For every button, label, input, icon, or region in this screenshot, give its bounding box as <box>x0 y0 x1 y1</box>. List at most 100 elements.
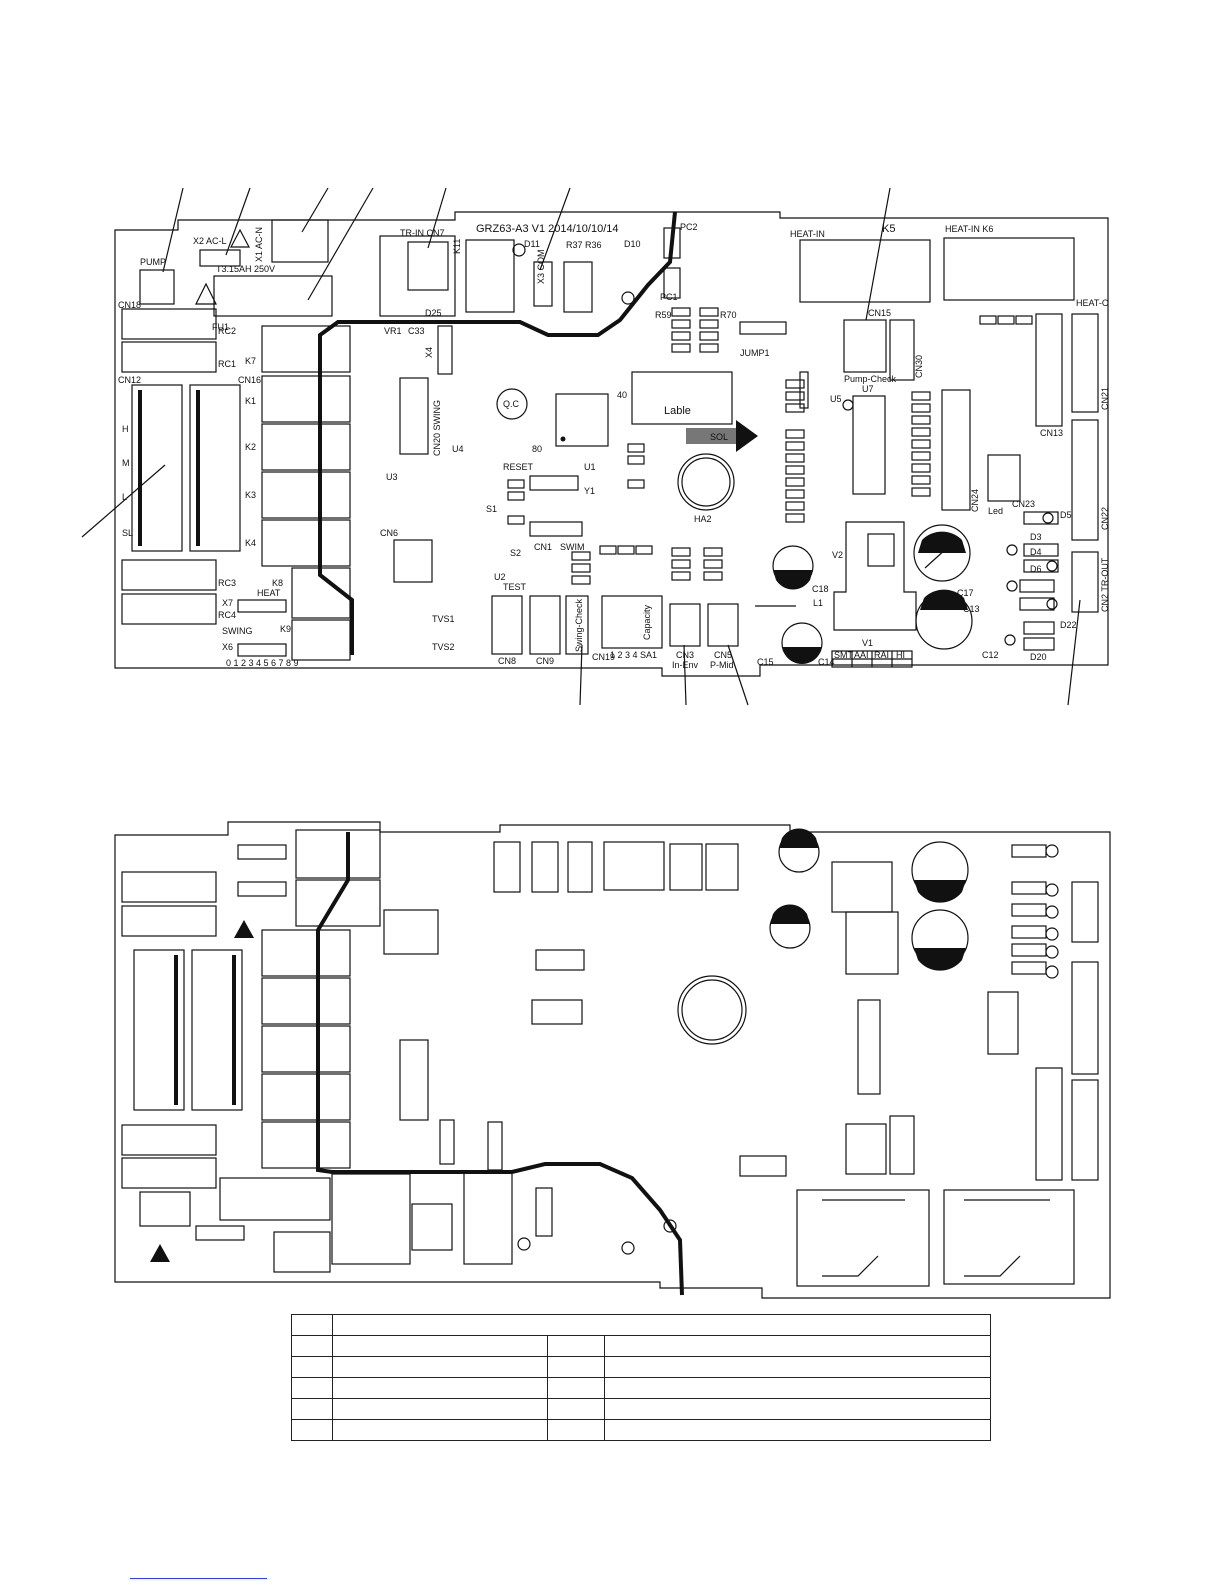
bottom-cn15 <box>845 1123 887 1175</box>
bottom-cn21 <box>1071 1079 1099 1181</box>
speed-h: H <box>122 424 129 434</box>
v1-label: V1 <box>862 638 873 648</box>
bottom-pad-c <box>663 1219 677 1233</box>
x3-terminal <box>533 261 553 307</box>
mcu-chip <box>555 393 609 447</box>
cn9-label: CN9 <box>536 656 554 666</box>
legend-cell <box>604 1335 991 1357</box>
pc2-label: PC2 <box>680 222 698 232</box>
d25-label: D25 <box>425 308 442 318</box>
v1-regulator <box>833 521 917 631</box>
d20-label: D20 <box>1030 652 1047 662</box>
x6-pins: 0 1 2 3 4 5 6 7 8 9 <box>226 658 299 668</box>
heat-label: HEAT <box>257 588 281 598</box>
cn8-label: CN8 <box>498 656 516 666</box>
r70-label: R70 <box>720 310 737 320</box>
in-env-label: In-Env <box>672 660 699 670</box>
cn7-connector <box>407 241 449 291</box>
cn2-connector <box>1071 551 1099 613</box>
x6-terminal <box>237 643 287 657</box>
c18-label: C18 <box>812 584 829 594</box>
k11-relay <box>465 239 515 313</box>
legend-cell <box>604 1356 991 1378</box>
k5-label: K5 <box>882 223 895 235</box>
legend-cell <box>547 1377 605 1399</box>
led-label: Led <box>988 506 1003 516</box>
swing-check-label: Swing-Check <box>574 598 584 652</box>
u2-regulator <box>393 539 433 583</box>
d22-label: D22 <box>1060 620 1077 630</box>
lable-block <box>631 371 733 425</box>
cn18-label: CN18 <box>118 300 141 310</box>
cn7-label: TR-IN CN7 <box>400 228 445 238</box>
x3-label: X3 COM <box>536 249 546 284</box>
option-smt: SMT <box>834 650 854 660</box>
bottom-part-a <box>487 1121 503 1171</box>
c13-label: C13 <box>963 604 980 614</box>
c33-label: C33 <box>408 326 425 336</box>
warning-icon <box>150 1244 170 1262</box>
cn1-label: CN1 <box>534 542 552 552</box>
x1-label: X1 AC-N <box>254 227 264 262</box>
u1-label: U1 <box>584 462 596 472</box>
cn2-label: CN2 TR-OUT <box>1100 557 1110 612</box>
cn9-connector <box>529 595 561 655</box>
footer-link-underline[interactable] <box>130 1578 267 1579</box>
legend-row <box>291 1398 991 1420</box>
d11-label: D11 <box>524 239 540 249</box>
bottom-k5-relay <box>796 1189 930 1287</box>
bottom-connector-c <box>567 841 593 893</box>
warning-icon <box>230 228 250 248</box>
k3-label: K3 <box>245 490 256 500</box>
u5-part <box>799 371 809 409</box>
speed-m: M <box>122 458 130 468</box>
pump-check-label: Pump-Check <box>844 374 897 384</box>
capacitor-c14 <box>781 622 823 664</box>
d10-pad <box>621 291 635 305</box>
pump-connector <box>139 269 175 305</box>
cn30-connector <box>889 319 915 381</box>
bottom-led <box>987 991 1019 1055</box>
legend-cell <box>291 1356 333 1378</box>
p-mid-label: P-Mid <box>710 660 734 670</box>
bottom-v1 <box>831 861 893 913</box>
diode-column <box>1004 511 1059 651</box>
capacity-label: Capacity <box>642 604 652 640</box>
k11-label: K11 <box>452 239 462 254</box>
option-boxes <box>831 650 913 668</box>
swim-label: SWIM <box>560 542 585 552</box>
top-leader-lines <box>81 187 1081 706</box>
rc4-label: RC4 <box>218 610 236 620</box>
cn30-label: CN30 <box>914 355 924 378</box>
cn3-connector <box>669 603 701 647</box>
s2-label: S2 <box>510 548 521 558</box>
legend-cell <box>332 1398 548 1420</box>
top-board-outline <box>114 211 1109 677</box>
d10-label: D10 <box>624 239 641 249</box>
speed-l: L <box>122 492 127 502</box>
fu1-label: FU1 <box>212 322 229 332</box>
c17-label: C17 <box>957 588 974 598</box>
fuse-holder <box>213 275 333 317</box>
x1-terminal <box>271 219 329 263</box>
legend-cell <box>332 1419 548 1441</box>
k2-label: K2 <box>245 442 256 452</box>
cn23-label: CN23 <box>1012 499 1035 509</box>
u3-label: U3 <box>386 472 398 482</box>
cn-heat-connector <box>1035 313 1063 427</box>
bottom-v2 <box>845 911 899 975</box>
bottom-k11-relay <box>463 1171 513 1265</box>
option-aai: AAI <box>854 650 869 660</box>
cn15-label: CN15 <box>868 308 891 318</box>
x6-label: X6 <box>222 642 233 652</box>
d4-label: D4 <box>1030 547 1042 557</box>
rc1-label: RC1 <box>218 359 236 369</box>
ha2-buzzer <box>677 453 735 511</box>
bottom-relay-1 <box>295 829 381 879</box>
pc2-part <box>663 227 681 259</box>
legend-cell <box>332 1335 548 1357</box>
k9-label: K9 <box>280 624 291 634</box>
bottom-cn20 <box>399 1039 429 1121</box>
c14-label: C14 <box>818 657 835 667</box>
